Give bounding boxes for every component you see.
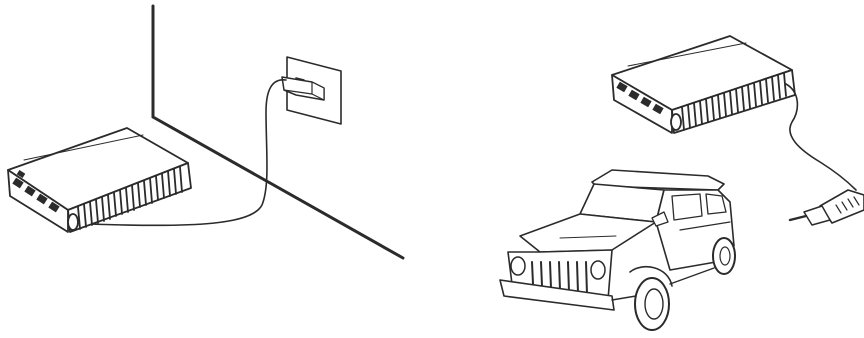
power-bank-icon xyxy=(612,36,795,133)
car-charging-panel xyxy=(500,36,864,330)
car-cable-icon xyxy=(786,84,856,190)
suv-icon xyxy=(500,170,735,330)
wall-charging-panel xyxy=(8,6,403,258)
wall-adapter-icon xyxy=(282,77,324,100)
car-plug-icon xyxy=(790,190,864,225)
wall-corner xyxy=(153,6,403,258)
power-bank-icon xyxy=(8,128,191,232)
